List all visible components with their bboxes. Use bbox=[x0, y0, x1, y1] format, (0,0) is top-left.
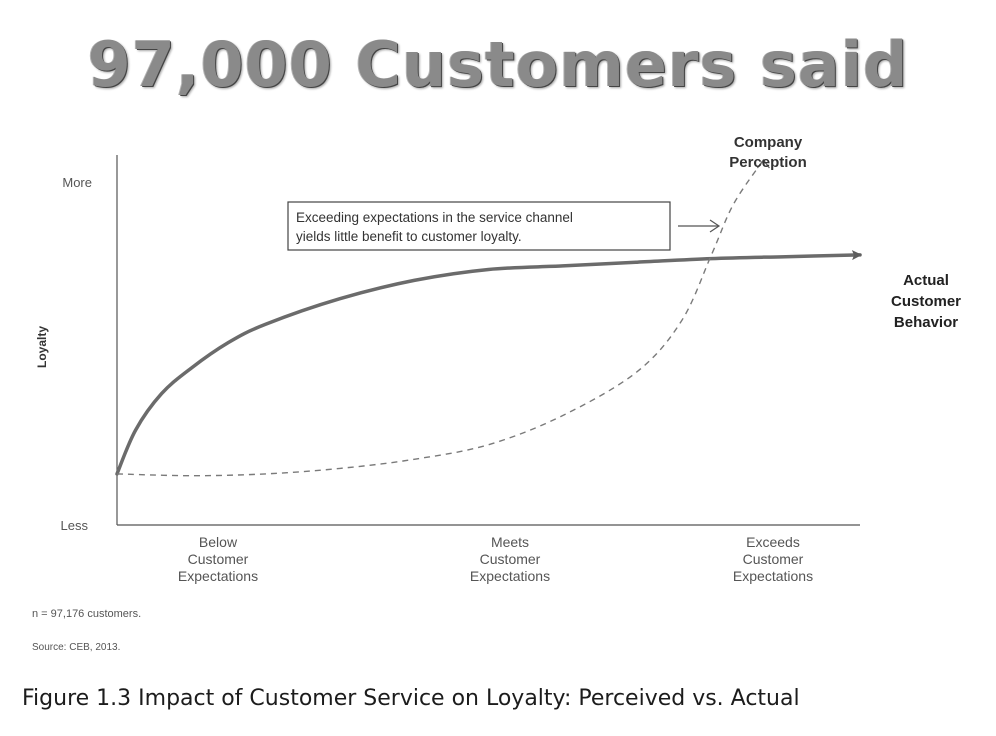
x-tick-line: Exceeds bbox=[746, 534, 800, 550]
perception-arrowhead bbox=[756, 158, 770, 169]
annotation-line: Exceeding expectations in the service ch… bbox=[296, 210, 573, 225]
annotation-box bbox=[287, 201, 671, 251]
y-tick-less: Less bbox=[61, 518, 89, 533]
y-tick-more: More bbox=[62, 175, 92, 190]
actual-behavior-line bbox=[115, 250, 862, 476]
headline: 97,000 Customers said bbox=[87, 28, 909, 101]
actual-behavior-label: Customer bbox=[891, 293, 961, 310]
actual-behavior-label: Behavior bbox=[894, 314, 958, 331]
annotation-arrowhead bbox=[709, 219, 721, 233]
company-perception-line bbox=[116, 159, 764, 477]
x-tick-line: Meets bbox=[491, 534, 529, 550]
x-tick-line: Customer bbox=[480, 551, 541, 567]
company-perception-label: Company bbox=[734, 134, 803, 151]
x-tick-line: Below bbox=[199, 534, 238, 550]
y-axis-label: Loyalty bbox=[35, 326, 49, 368]
figure-caption: Figure 1.3 Impact of Customer Service on… bbox=[22, 686, 800, 711]
company-perception-label: Perception bbox=[729, 154, 807, 171]
sample-size-note: n = 97,176 customers. bbox=[32, 608, 142, 620]
x-tick-line: Expectations bbox=[178, 568, 258, 584]
x-tick-line: Customer bbox=[188, 551, 249, 567]
x-tick-line: Expectations bbox=[733, 568, 813, 584]
x-tick-line: Customer bbox=[743, 551, 804, 567]
annotation-line: yields little benefit to customer loyalt… bbox=[296, 229, 522, 244]
actual-behavior-label: Actual bbox=[903, 272, 949, 289]
source-note: Source: CEB, 2013. bbox=[32, 642, 121, 653]
x-tick-line: Expectations bbox=[470, 568, 550, 584]
